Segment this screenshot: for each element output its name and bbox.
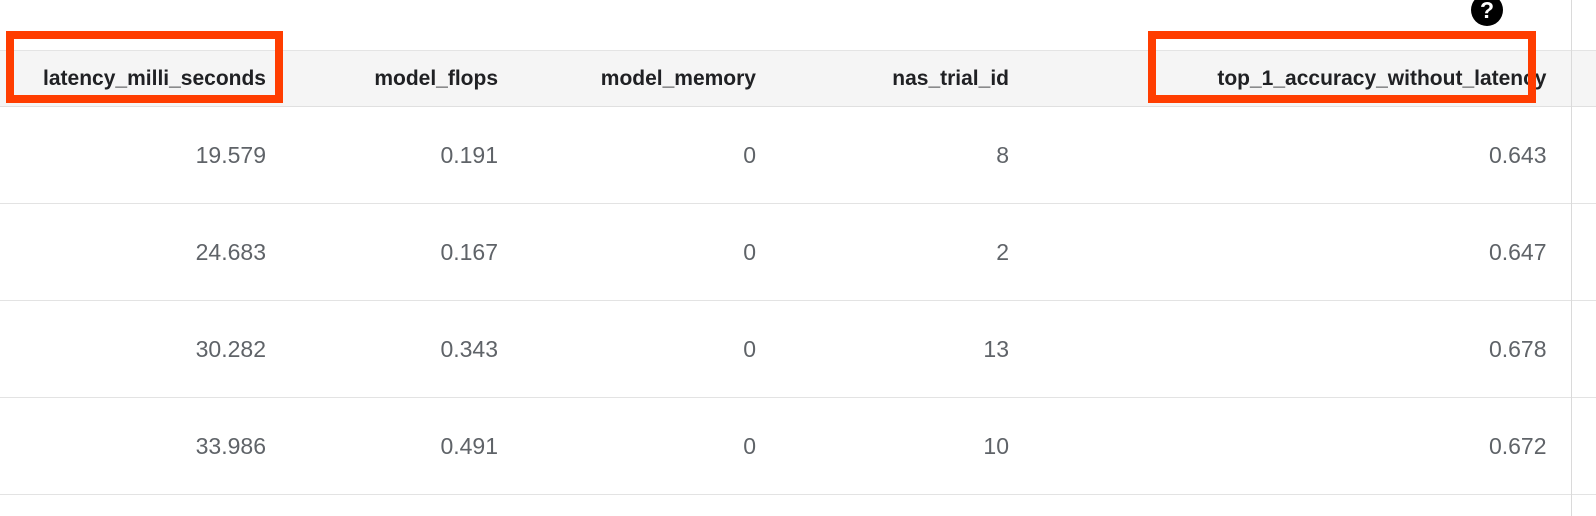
column-header-top_1_accuracy_without_latency[interactable]: top_1_accuracy_without_latency (1033, 50, 1571, 107)
cell-top_1_accuracy_without_latency: 0.647 (1033, 203, 1571, 301)
column-header-model_memory[interactable]: model_memory (522, 50, 780, 107)
cell-model_memory: 0 (522, 397, 780, 495)
cell-nas_trial_id: 13 (780, 300, 1033, 398)
cell-top_1_accuracy_without_latency: 0.672 (1033, 397, 1571, 495)
cell-truncated (1570, 300, 1596, 398)
cell-model_flops: 0.343 (290, 300, 522, 398)
cell-model_memory: 0 (522, 300, 780, 398)
column-header-truncated[interactable] (1570, 50, 1596, 107)
cell-nas_trial_id: 10 (780, 397, 1033, 495)
help-question-icon[interactable]: ? (1471, 0, 1503, 26)
cell-latency_milli_seconds: 24.683 (0, 203, 290, 301)
cell-model_memory: 0 (522, 106, 780, 204)
cell-truncated (1570, 106, 1596, 204)
cell-top_1_accuracy_without_latency: 0.678 (1033, 300, 1571, 398)
cell-latency_milli_seconds: 33.986 (0, 397, 290, 495)
cell-nas_trial_id: 2 (780, 203, 1033, 301)
cell-latency_milli_seconds: 30.282 (0, 300, 290, 398)
column-header-model_flops[interactable]: model_flops (290, 50, 522, 107)
cell-truncated (1570, 397, 1596, 495)
cell-model_flops: 0.191 (290, 106, 522, 204)
column-divider (1571, 0, 1572, 516)
cell-top_1_accuracy_without_latency: 0.643 (1033, 106, 1571, 204)
cell-truncated (1570, 203, 1596, 301)
cell-latency_milli_seconds: 19.579 (0, 106, 290, 204)
cell-model_flops: 0.167 (290, 203, 522, 301)
cell-model_memory: 0 (522, 203, 780, 301)
cell-nas_trial_id: 8 (780, 106, 1033, 204)
column-header-latency_milli_seconds[interactable]: latency_milli_seconds (0, 50, 290, 107)
cell-model_flops: 0.491 (290, 397, 522, 495)
column-header-nas_trial_id[interactable]: nas_trial_id (780, 50, 1033, 107)
